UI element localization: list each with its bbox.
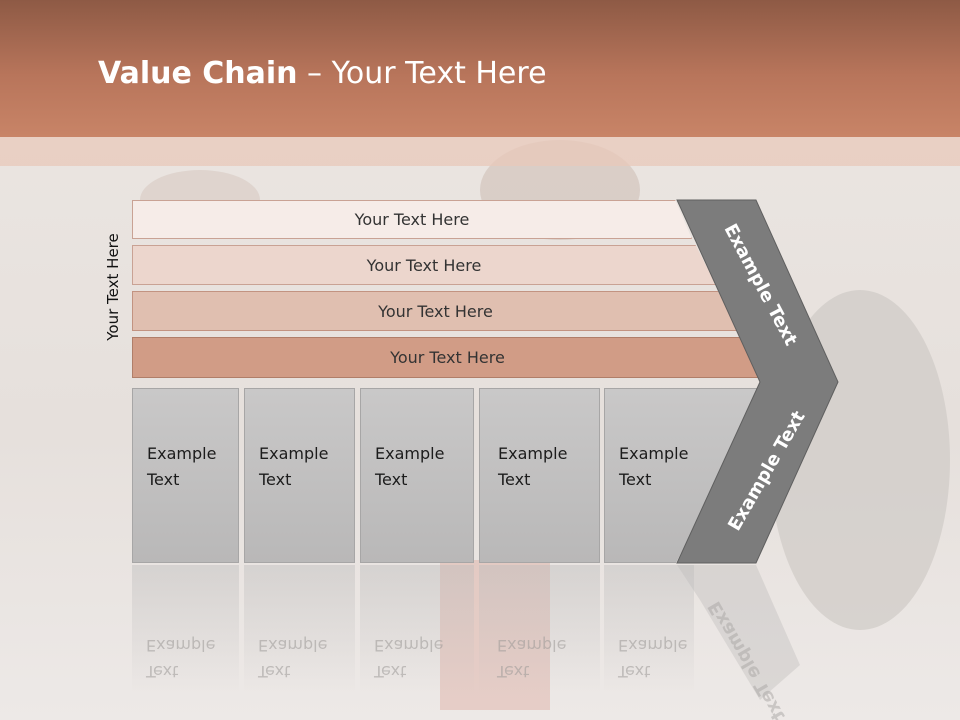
row-bar-1: Your Text Here — [132, 200, 692, 239]
row-bar-label: Your Text Here — [366, 255, 482, 275]
cell-line1: Example — [619, 444, 689, 463]
cell-line2: Text — [375, 470, 408, 489]
cell-1: Example Text — [132, 388, 239, 563]
row-bar-2: Your Text Here — [132, 245, 716, 285]
cell-3: Example Text — [360, 388, 474, 563]
cell-line1: Example — [498, 444, 568, 463]
title-rest: – Your Text Here — [297, 56, 547, 91]
cell-4: Example Text — [479, 388, 600, 563]
reflection-2 — [244, 565, 355, 695]
title-strip — [0, 137, 960, 166]
cell-line2: Text — [498, 470, 531, 489]
cell-line1: Example — [147, 444, 217, 463]
cell-line2: Text — [147, 470, 180, 489]
title-band — [0, 0, 960, 137]
reflection-5 — [604, 565, 694, 695]
reflection-3 — [360, 565, 474, 695]
row-bar-label: Your Text Here — [378, 301, 493, 321]
side-label: Your Text Here — [104, 233, 122, 341]
title-bold: Value Chain — [98, 56, 298, 91]
cell-line2: Text — [259, 470, 292, 489]
cell-line2: Text — [619, 470, 652, 489]
cell-line1: Example — [259, 444, 329, 463]
row-bar-4: Your Text Here — [132, 337, 763, 378]
row-bar-3: Your Text Here — [132, 291, 739, 331]
reflection-4 — [479, 565, 600, 695]
cell-line1: Example — [375, 444, 445, 463]
reflection-1 — [132, 565, 239, 695]
row-bar-label: Your Text Here — [354, 210, 470, 229]
cell-2: Example Text — [244, 388, 355, 563]
slide-title: Value Chain – Your Text Here — [98, 52, 547, 96]
row-bar-label: Your Text Here — [390, 348, 505, 367]
